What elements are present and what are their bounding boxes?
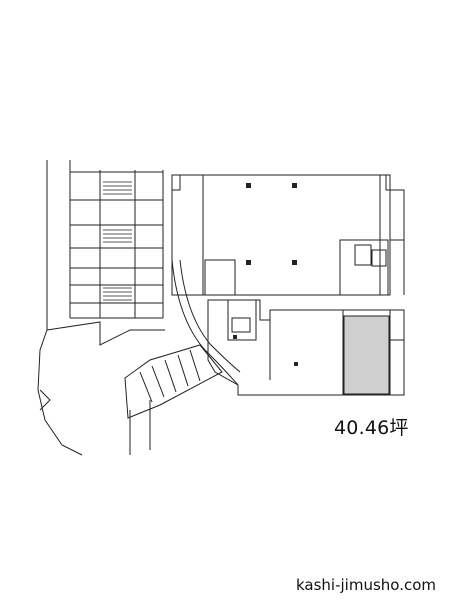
- site-url: kashi-jimusho.com: [295, 576, 436, 594]
- area-label: 40.46坪: [334, 417, 409, 439]
- highlighted-area: [343, 315, 390, 395]
